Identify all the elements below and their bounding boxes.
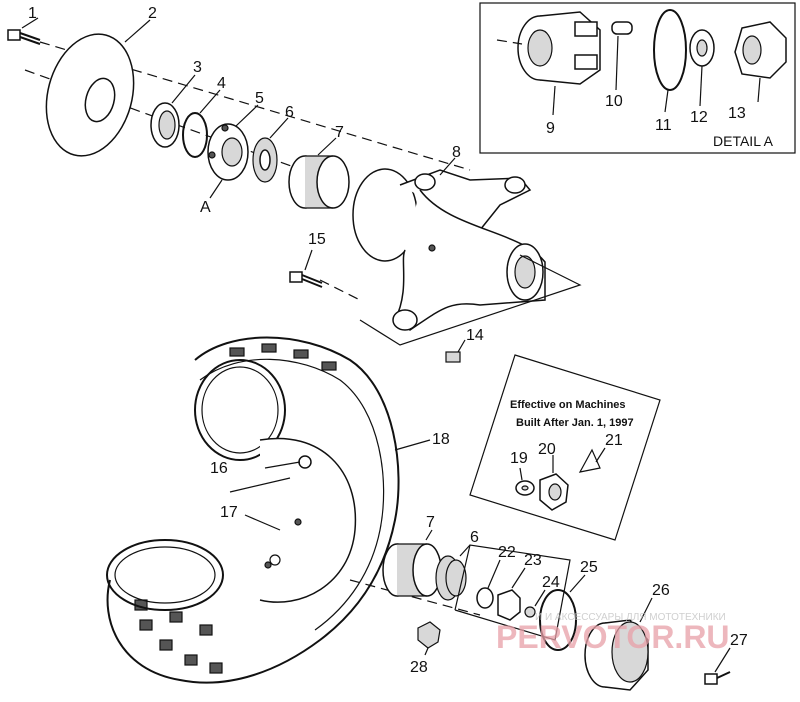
part-7-bearing-cup-lower: [382, 529, 442, 597]
label-12: 12: [690, 109, 708, 126]
label-2: 2: [148, 5, 157, 22]
rim-outer-ring: [106, 539, 224, 611]
note-line-1: Effective on Machines: [510, 399, 626, 411]
part-26-hub-cap: [584, 597, 653, 691]
label-3: 3: [193, 59, 202, 76]
label-9: 9: [546, 120, 555, 137]
part-14-set-screw: [445, 339, 466, 363]
watermark-tagline: И И АКСЕССУАРЫ ДЛЯ МОТОТЕХНИКИ: [535, 612, 726, 623]
detail-a-box: [479, 2, 796, 154]
part-16-leader: [264, 461, 301, 469]
label-21: 21: [605, 432, 623, 449]
label-6-lower: 6: [470, 529, 479, 546]
note-box: [469, 354, 661, 541]
part-2-brake-disc: [45, 19, 151, 157]
label-8: 8: [452, 144, 461, 161]
watermark-brand: PERVOTOR.RU: [496, 619, 730, 655]
axis-line-bolt: [319, 279, 361, 301]
part-11-ring: [653, 9, 687, 113]
label-20: 20: [538, 441, 556, 458]
axis-line-wheel: [349, 579, 481, 616]
label-5: 5: [255, 90, 264, 107]
part-12-washer: [689, 29, 715, 107]
part-25-ring: [539, 574, 586, 651]
label-11: 11: [655, 117, 672, 134]
label-15: 15: [308, 231, 326, 248]
label-7-upper: 7: [335, 124, 344, 141]
part-5-sprocket-hub: [207, 104, 259, 199]
part-17-wheel-disc: [229, 437, 357, 603]
part-6-bearing-lower: [435, 544, 471, 601]
label-25: 25: [580, 559, 598, 576]
label-14: 14: [466, 327, 484, 344]
part-3-seal: [150, 74, 196, 148]
label-16: 16: [210, 460, 228, 477]
part-7-bearing-cup-upper: [288, 137, 350, 209]
label-17: 17: [220, 504, 238, 521]
label-4: 4: [217, 75, 226, 92]
label-6-upper: 6: [285, 104, 294, 121]
label-13: 13: [728, 105, 746, 122]
part-10-pin: [611, 21, 633, 91]
axis-line-upper: [39, 41, 471, 171]
part-27-bolt: [704, 647, 731, 685]
parts-22-24-box: [454, 544, 571, 641]
watermark: И И АКСЕССУАРЫ ДЛЯ МОТОТЕХНИКИ PERVOTOR.…: [496, 612, 730, 655]
part-18-tire: [106, 336, 431, 684]
label-23: 23: [524, 552, 542, 569]
label-22: 22: [498, 544, 516, 561]
label-28: 28: [410, 659, 428, 676]
label-26: 26: [652, 582, 670, 599]
label-7-lower: 7: [426, 514, 435, 531]
detail-a-caption: DETAIL A: [713, 133, 774, 149]
part-15-bolt: [289, 249, 323, 288]
part-28-lug-nut: [417, 621, 441, 656]
label-1: 1: [28, 5, 37, 22]
part-4-ring: [182, 89, 221, 158]
part-6-bearing-upper: [252, 117, 289, 183]
label-19: 19: [510, 450, 528, 467]
label-10: 10: [605, 93, 623, 110]
label-27: 27: [730, 632, 748, 649]
note-line-2: Built After Jan. 1, 1997: [516, 417, 634, 429]
part-9-drive-hub: [517, 11, 601, 116]
part-13-nut: [734, 21, 787, 103]
part-1-bolt: [7, 17, 41, 45]
part-8-spindle: [352, 157, 582, 346]
label-24: 24: [542, 574, 560, 591]
rim-inner-ring: [194, 359, 286, 461]
label-18: 18: [432, 431, 450, 448]
label-a: A: [200, 199, 211, 216]
